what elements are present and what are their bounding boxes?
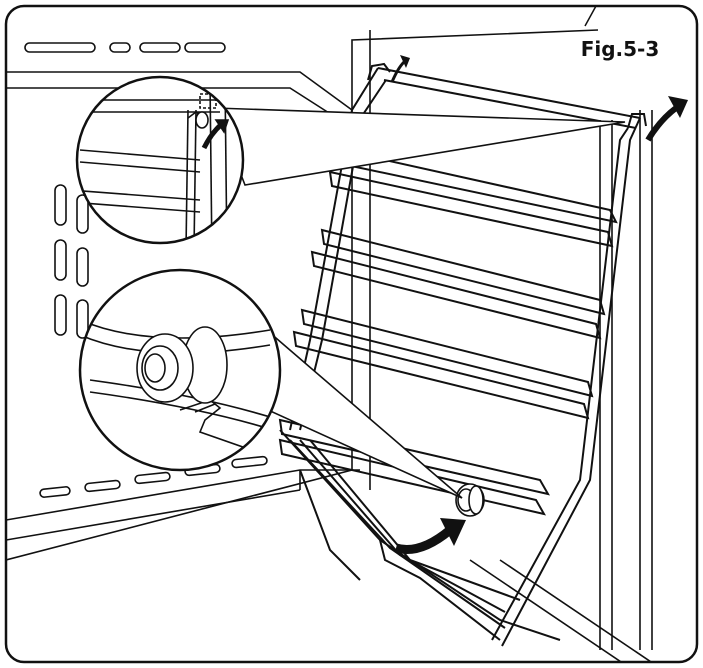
top-magnifier (75, 75, 245, 245)
small-arrow-up-icon (390, 55, 410, 83)
guide-line-1 (499, 559, 661, 662)
rack-peg (455, 483, 485, 517)
curved-arrow-up-icon (645, 96, 688, 142)
label-tab-line (584, 5, 597, 27)
rack-hook-left (367, 62, 391, 81)
guide-line-2 (469, 559, 631, 662)
oven-inner-edge (6, 87, 341, 121)
bottom-magnifier (78, 268, 282, 472)
curved-arrow-right-icon (394, 518, 466, 554)
top-vent-slots (24, 42, 226, 53)
side-vent-slots (54, 184, 89, 339)
rack-hook-right (627, 113, 647, 129)
oven-floor-inner (6, 489, 301, 541)
oven-top-right-edge (351, 29, 599, 110)
bottom-vent-slots (39, 455, 268, 498)
figure-label: Fig.5-3 (581, 37, 660, 61)
